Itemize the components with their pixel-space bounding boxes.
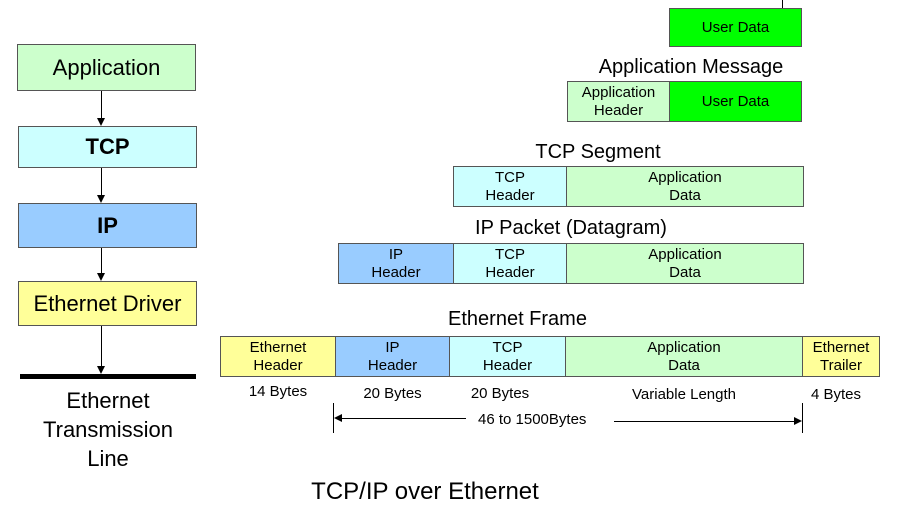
user-data-label: User Data (701, 18, 770, 36)
arrow-down-icon (97, 366, 105, 374)
cell-line2: Header (367, 356, 418, 374)
cell-line2: Header (593, 101, 644, 119)
span-right-marker (802, 403, 803, 433)
size-ip-header: 20 Bytes (363, 385, 422, 402)
arrow-line (101, 168, 102, 195)
transmission-line (20, 374, 196, 379)
cell-line2: Data (668, 356, 700, 374)
cell-line1: TCP (494, 245, 525, 263)
arrow-right-icon (794, 417, 802, 425)
cell-line2: Data (669, 186, 701, 204)
ethernet-frame-title: Ethernet Frame (448, 308, 587, 330)
cell-line1: TCP (494, 168, 525, 186)
arrow-line (101, 248, 102, 274)
stack-ethernet-driver: Ethernet Driver (18, 281, 197, 326)
cell-line1: Application (648, 168, 722, 186)
stack-application: Application (17, 44, 196, 91)
app-message-user-data-cell: User Data (669, 81, 802, 122)
arrow-left-icon (334, 414, 342, 422)
cell-line2: Header (482, 356, 533, 374)
cell-line1: Ethernet (812, 338, 870, 356)
span-label: 46 to 1500Bytes (478, 411, 587, 428)
application-message-title: Application Message (598, 56, 784, 78)
size-ethernet-header: 14 Bytes (248, 383, 308, 400)
arrow-down-icon (97, 273, 105, 281)
stack-ethernet-driver-label: Ethernet Driver (33, 290, 182, 316)
stack-ip: IP (18, 203, 197, 248)
diagram-caption: TCP/IP over Ethernet (311, 478, 539, 505)
cell-line2: Trailer (820, 356, 862, 374)
line-label-2: Transmission (43, 417, 173, 442)
span-left-line (341, 418, 466, 419)
arrow-line (101, 91, 102, 118)
cell-line2: Header (485, 186, 535, 204)
arrow-line (101, 326, 102, 367)
tcp-segment-title: TCP Segment (535, 141, 661, 163)
size-ethernet-trailer: 4 Bytes (810, 386, 862, 403)
line-label-3: Line (87, 446, 129, 471)
cell-line1: IP (385, 338, 400, 356)
cell-line2: Header (371, 263, 421, 281)
arrow-down-icon (97, 118, 105, 126)
size-application-data: Variable Length (632, 386, 736, 403)
size-tcp-header: 20 Bytes (470, 385, 530, 402)
line-label-1: Ethernet (66, 388, 150, 413)
transmission-line-label: Ethernet Transmission Line (20, 386, 196, 473)
cell-line2: Data (669, 263, 701, 281)
cell-line1: Application (647, 338, 721, 356)
stack-tcp: TCP (18, 126, 197, 168)
cell-line1: TCP (492, 338, 523, 356)
arrow-down-icon (97, 195, 105, 203)
cell-line1: Application (581, 83, 656, 101)
connector-line (782, 0, 783, 8)
cell-line2: Header (253, 356, 303, 374)
stack-application-label: Application (52, 54, 161, 80)
span-right-line (614, 421, 794, 422)
cell-line1: Ethernet (249, 338, 307, 356)
span-left-marker (333, 403, 334, 433)
stack-tcp-label: TCP (85, 134, 130, 159)
cell-line1: User Data (701, 92, 770, 110)
cell-line2: Header (485, 263, 535, 281)
user-data-box: User Data (669, 8, 802, 47)
cell-line1: Application (648, 245, 722, 263)
ip-packet-title: IP Packet (Datagram) (475, 217, 667, 239)
cell-line1: IP (388, 245, 404, 263)
stack-ip-label: IP (97, 212, 118, 238)
